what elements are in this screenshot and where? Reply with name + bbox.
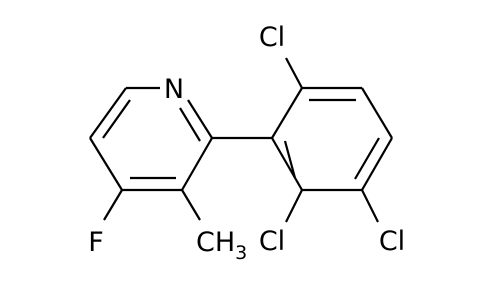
atom-cl-top-label: Cl: [259, 22, 285, 53]
bond-c3-methyl: [181, 189, 201, 221]
methyl-subscript: 3: [235, 242, 247, 264]
bond-c2p-c1p: [271, 137, 303, 191]
bond-c2-n: [187, 99, 213, 139]
bond-c4-f: [103, 189, 123, 221]
atom-methyl-label: CH3: [196, 227, 247, 264]
bond-c4p-c3p: [361, 137, 393, 191]
atom-n-label: N: [164, 74, 184, 105]
bond-c5p-c4p: [361, 87, 393, 139]
bond-c3p-cl: [361, 189, 379, 223]
bond-c2p-c1p-double: [283, 140, 297, 179]
bond-c6p-cl: [285, 57, 303, 89]
bond-c4p-c3p-double: [354, 137, 380, 180]
phenyl-ring: [271, 86, 393, 192]
bond-c6-c5: [89, 87, 127, 139]
bond-c2-n-double: [179, 107, 201, 142]
atom-f-label: F: [88, 227, 104, 258]
atom-cl-mid-label: Cl: [259, 226, 285, 257]
bond-c5-c4: [89, 137, 123, 191]
bond-c2p-cl: [285, 189, 303, 223]
methyl-main: CH: [196, 227, 235, 258]
bond-c3-c2: [181, 137, 213, 191]
bond-c1p-c6p: [271, 87, 303, 139]
pyridine-ring: [89, 86, 213, 192]
bond-c6-c5-double: [102, 99, 131, 139]
atom-cl-right-label: Cl: [379, 226, 405, 257]
